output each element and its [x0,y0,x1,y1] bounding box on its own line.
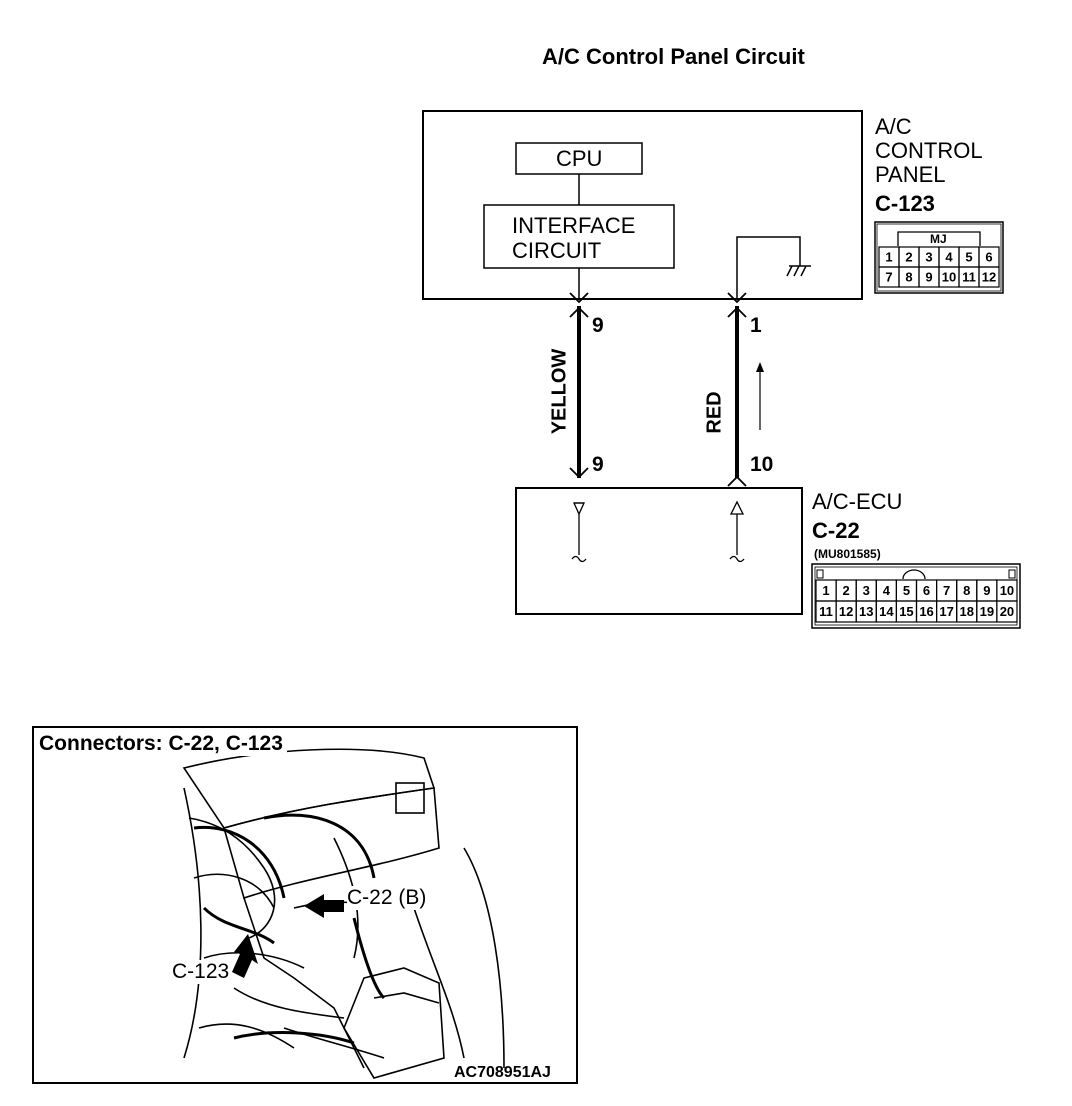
signal-direction-arrow [756,362,764,430]
c123-pin-number: 1 [885,250,892,265]
ecu-box [515,487,803,615]
c123-pin-number: 9 [925,270,932,285]
c22-pin-number: 2 [843,583,850,598]
c22-pin-number: 9 [983,583,990,598]
red-ecu-pin: 10 [750,453,774,476]
cpu-label: CPU [556,146,603,171]
red-panel-pin: 1 [750,314,762,337]
diagram-title: A/C Control Panel Circuit [542,44,805,69]
panel-ground-line [736,236,801,299]
dashboard-illustration [182,748,505,1079]
c22-arrow-icon [304,894,344,918]
ecu-input-symbol [571,502,587,563]
c123-callout: C-123 [172,960,230,984]
c22-pin-number: 3 [863,583,870,598]
control-panel-name-line1: A/C [875,114,912,139]
c123-pin-number: 12 [982,270,996,285]
c123-arrow-icon [232,934,258,978]
c123-connector-id: C-123 [875,191,935,216]
c22-part-number: (MU801585) [814,547,881,561]
c22-pin-number: 19 [980,604,994,619]
ground-symbol [786,265,811,277]
c22-pin-number: 10 [1000,583,1014,598]
ecu-output-symbol [729,500,745,563]
c123-pin-number: 10 [942,270,956,285]
interface-label-line1: INTERFACE [512,213,636,238]
red-wire-label: RED [703,391,726,434]
c123-pin-number: 2 [905,250,912,265]
c22-pin-number: 13 [859,604,873,619]
c123-pin-cell [978,266,1000,288]
yellow-panel-terminal [569,292,589,304]
c22-connector-id: C-22 [812,518,860,543]
yellow-wire-label: YELLOW [548,348,571,435]
c123-pin-number: 3 [925,250,932,265]
figure-code: AC708951AJ [454,1064,551,1081]
c22-pin-cell [996,600,1018,623]
red-ecu-terminal [727,475,747,487]
yellow-panel-pin: 9 [592,314,604,337]
c22-pin-number: 5 [903,583,910,598]
c123-pin-number: 8 [905,270,912,285]
c123-connector-tag: MJ [930,232,947,246]
c22-callout: C-22 (B) [347,886,427,910]
photo-heading: Connectors: C-22, C-123 [39,732,287,756]
yellow-ecu-pin: 9 [592,453,604,476]
control-panel-name-line2: CONTROL [875,138,983,163]
c22-pin-number: 1 [822,583,829,598]
c123-pin-number: 7 [885,270,892,285]
c22-pin-number: 14 [879,604,894,619]
c22-pin-number: 7 [943,583,950,598]
c123-pin-number: 4 [945,250,953,265]
c22-pin-number: 4 [883,583,891,598]
ecu-name: A/C-ECU [812,489,903,514]
c22-pin-number: 12 [839,604,853,619]
c22-pin-number: 20 [1000,604,1014,619]
c22-pin-number: 16 [919,604,933,619]
c22-pin-number: 8 [963,583,970,598]
c22-pin-number: 18 [960,604,974,619]
red-panel-terminal [727,292,747,304]
c22-pin-number: 11 [819,604,833,619]
connector-location-photo: Connectors: C-22, C-123 C-22 (B) C-123 A… [32,726,578,1084]
c123-pin-number: 6 [985,250,992,265]
control-panel-box [422,110,863,300]
yellow-ecu-terminal [569,467,589,479]
c22-pin-number: 15 [899,604,913,619]
c123-pin-number: 5 [965,250,972,265]
control-panel-name-line3: PANEL [875,162,946,187]
interface-label-line2: CIRCUIT [512,238,602,263]
c22-pin-number: 17 [939,604,953,619]
c22-pin-number: 6 [923,583,930,598]
c123-pin-number: 11 [962,270,976,285]
